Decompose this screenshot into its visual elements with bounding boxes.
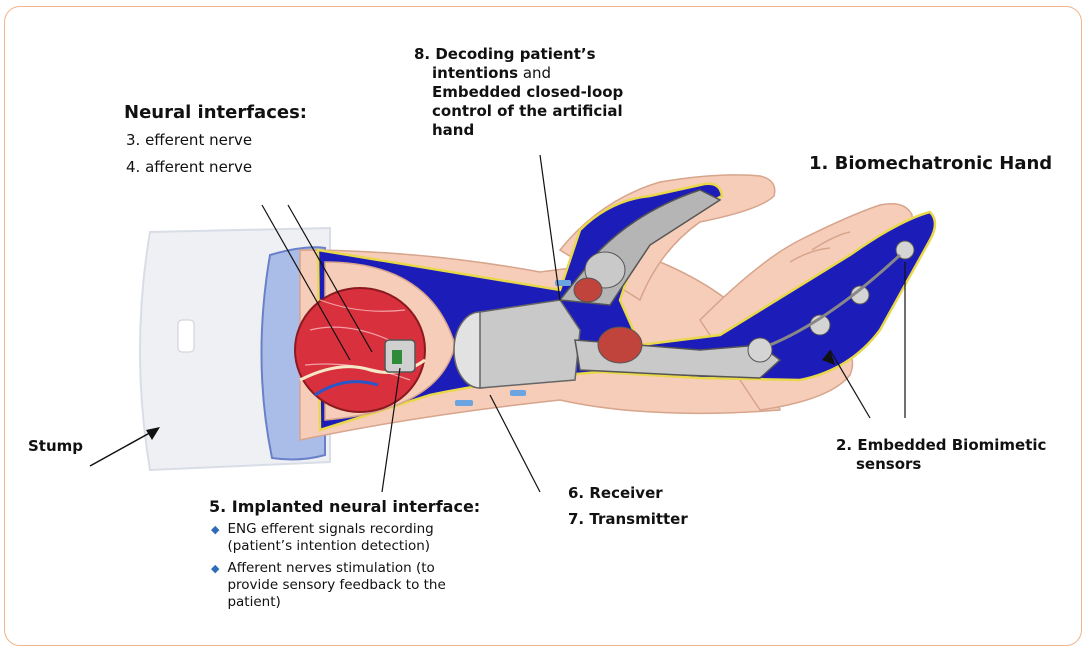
afferent-nerve-label: 4. afferent nerve	[126, 158, 252, 177]
bullet-icon: ◆	[211, 521, 219, 538]
sensors-line-1: 2. Embedded Biomimetic	[836, 436, 1046, 455]
stump-cuff	[178, 320, 194, 352]
stump-label: Stump	[28, 437, 83, 456]
decoding-intentions: intentions	[432, 64, 518, 82]
implant-bullet-1-line-1: ENG efferent signals recording	[227, 521, 433, 538]
decoding-and: and	[518, 64, 551, 82]
implant-bullet-2-line-3: patient)	[227, 594, 445, 611]
bullet-icon: ◆	[211, 560, 219, 577]
sensors-line-2: sensors	[836, 455, 1046, 474]
efferent-nerve-label: 3. efferent nerve	[126, 131, 252, 150]
decoding-line-5: hand	[414, 121, 674, 140]
decoding-line-3: Embedded closed-loop	[414, 83, 674, 102]
implant-label: 5. Implanted neural interface: ◆ ENG eff…	[209, 497, 509, 611]
decoding-line-4: control of the artificial	[414, 102, 674, 121]
stump-arrow	[90, 430, 155, 466]
receiver-label: 6. Receiver	[568, 484, 663, 503]
implant-bullet-1-line-2: (patient’s intention detection)	[227, 538, 433, 555]
decoding-line-2: intentions and	[414, 64, 674, 83]
decoding-label: 8. Decoding patient’s intentions and Emb…	[414, 45, 674, 140]
implant-bullet-2-line-1: Afferent nerves stimulation (to	[227, 560, 445, 577]
decoding-line-1: 8. Decoding patient’s	[414, 45, 674, 64]
biomechatronic-hand-label: 1. Biomechatronic Hand	[809, 153, 1052, 175]
transmitter-label: 7. Transmitter	[568, 510, 688, 529]
implant-bullet-2: ◆ Afferent nerves stimulation (to provid…	[209, 560, 509, 611]
implant-bullet-1: ◆ ENG efferent signals recording (patien…	[209, 521, 509, 555]
implant-bullet-2-line-2: provide sensory feedback to the	[227, 577, 445, 594]
neural-interfaces-title: Neural interfaces:	[124, 102, 307, 124]
implant-title: 5. Implanted neural interface:	[209, 497, 509, 517]
leader-receiver	[490, 395, 540, 492]
sensors-label: 2. Embedded Biomimetic sensors	[836, 436, 1046, 474]
